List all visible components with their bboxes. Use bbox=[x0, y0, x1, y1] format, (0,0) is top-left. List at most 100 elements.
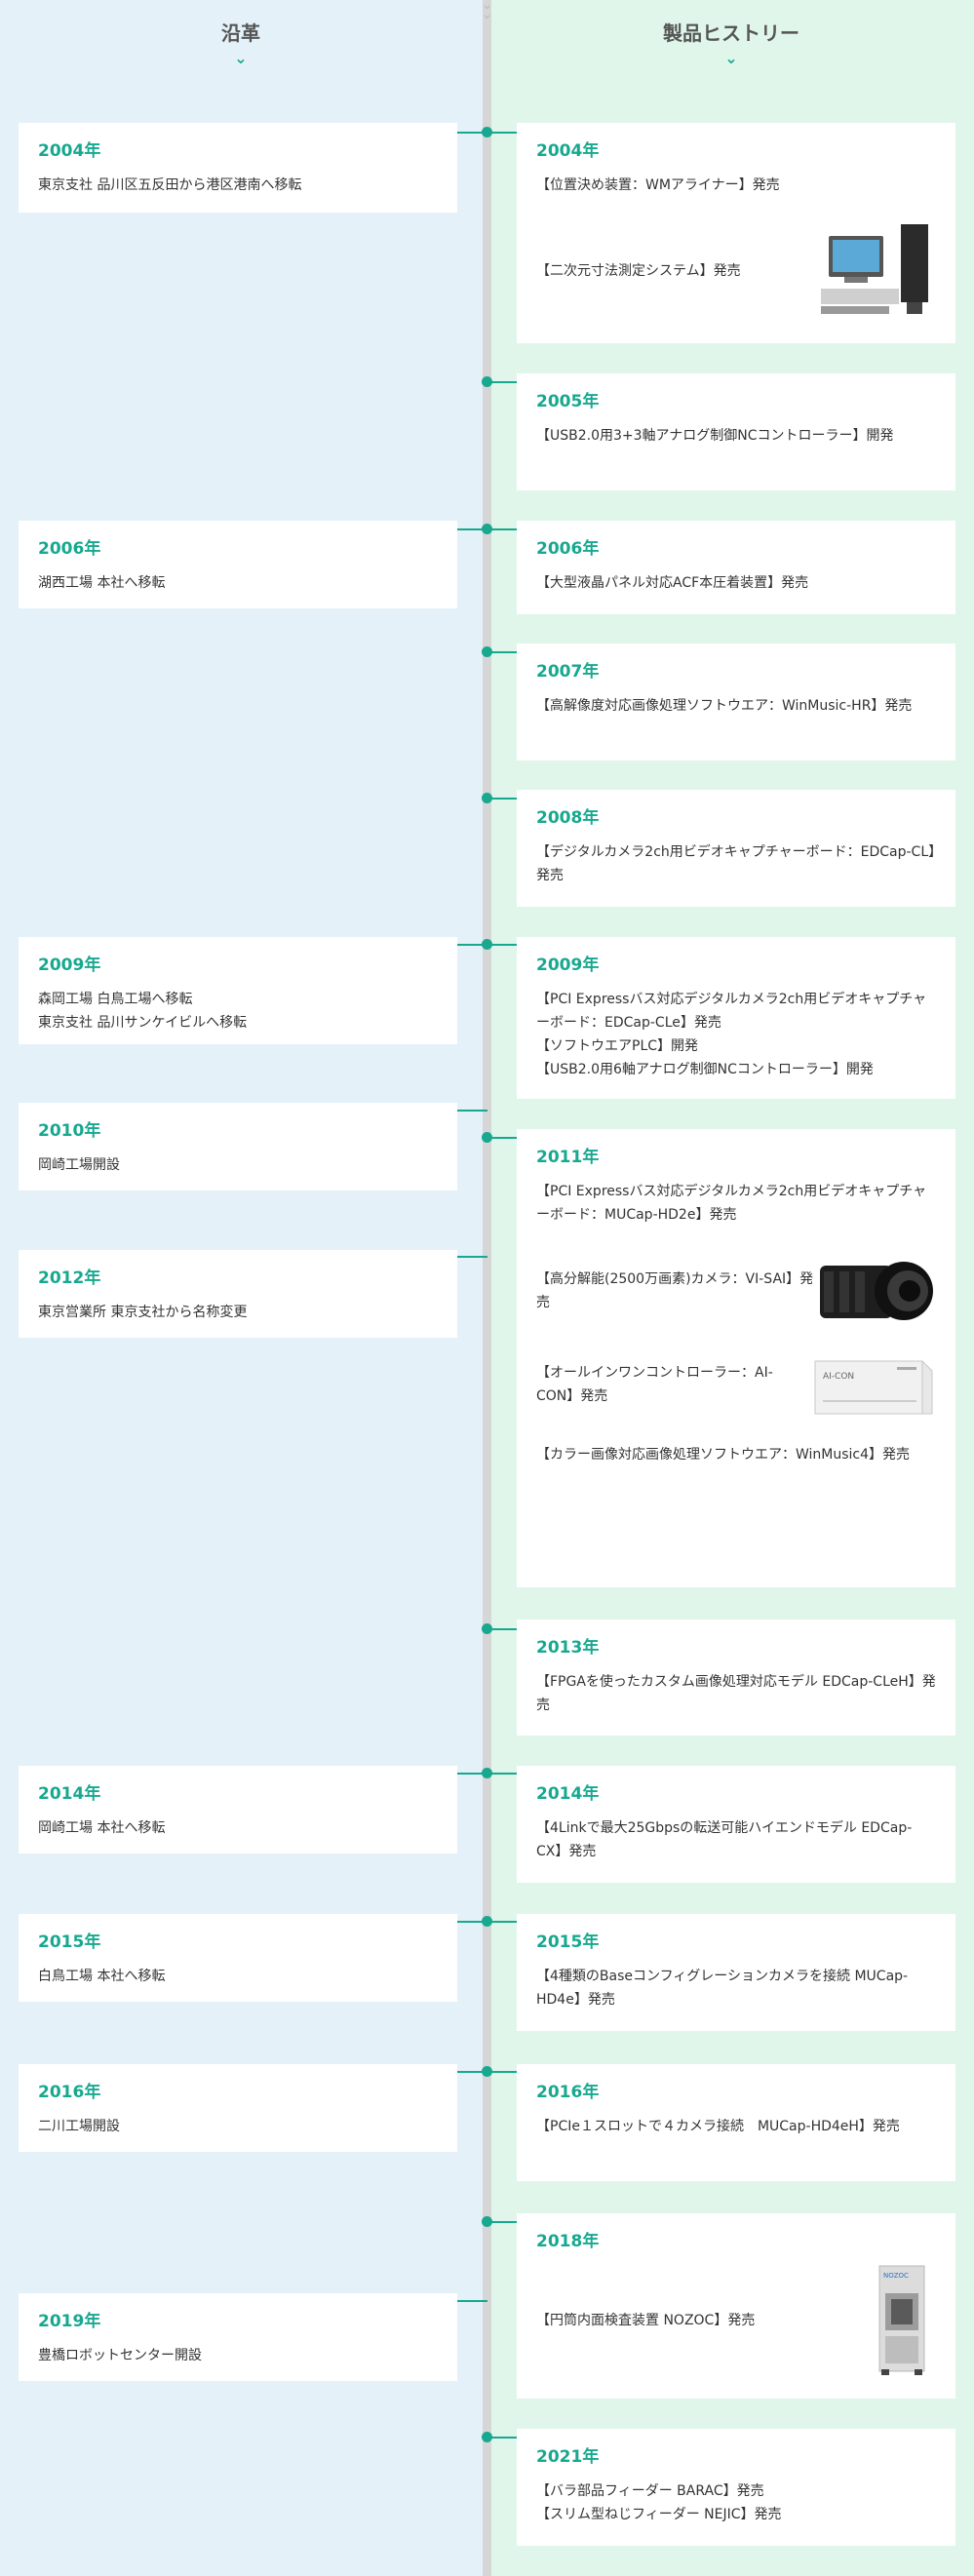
product-year: 2008年 bbox=[536, 808, 600, 828]
product-item: 【PCI Expressバス対応デジタルカメラ2ch用ビデオキャプチャーボード：… bbox=[536, 1184, 927, 1223]
camera-image bbox=[820, 1262, 933, 1320]
history-card-2019: 2019年 豊橋ロボットセンター開設 bbox=[19, 2293, 457, 2381]
inspection-device-image: NOZOC bbox=[878, 2265, 925, 2375]
timeline-connector bbox=[457, 2071, 487, 2073]
timeline-connector bbox=[487, 381, 517, 383]
product-item: 【PCIe１スロットで４カメラ接続 MUCap-HD4eH】発売 bbox=[536, 2119, 900, 2134]
product-item: 【バラ部品フィーダー BARAC】発売 bbox=[536, 2483, 764, 2499]
history-year: 2004年 bbox=[38, 141, 101, 161]
history-year: 2009年 bbox=[38, 956, 101, 975]
product-item: 【PCI Expressバス対応デジタルカメラ2ch用ビデオキャプチャーボード：… bbox=[536, 992, 927, 1031]
history-card-2016: 2016年 二川工場開設 bbox=[19, 2064, 457, 2152]
product-year: 2021年 bbox=[536, 2447, 600, 2467]
history-year: 2015年 bbox=[38, 1932, 101, 1952]
product-item: 【オールインワンコントローラー：AI-CON】発売 bbox=[536, 1365, 773, 1404]
timeline-connector bbox=[457, 1921, 487, 1923]
controller-label: AI-CON bbox=[823, 1372, 854, 1382]
product-card-2009: 2009年 【PCI Expressバス対応デジタルカメラ2ch用ビデオキャプチ… bbox=[517, 937, 955, 1099]
timeline-connector bbox=[457, 1773, 487, 1775]
product-item: 【円筒内面検査装置 NOZOC】発売 bbox=[536, 2313, 756, 2328]
timeline-connector bbox=[487, 651, 517, 653]
product-year: 2015年 bbox=[536, 1932, 600, 1952]
history-column-header: 沿革 ⌄ bbox=[95, 18, 387, 67]
history-year: 2014年 bbox=[38, 1784, 101, 1804]
chevron-down-icon: ⌄⌄ bbox=[481, 0, 493, 22]
timeline-connector bbox=[487, 132, 517, 134]
timeline-connector bbox=[457, 1110, 487, 1112]
product-item: 【ソフトウエアPLC】開発 bbox=[536, 1038, 699, 1054]
product-column-header: 製品ヒストリー ⌄ bbox=[585, 18, 877, 67]
history-text: 豊橋ロボットセンター開設 bbox=[38, 2348, 202, 2363]
product-year: 2013年 bbox=[536, 1638, 600, 1658]
product-item: 【4種類のBaseコンフィグレーションカメラを接続 MUCap-HD4e】発売 bbox=[536, 1969, 909, 2008]
history-year: 2010年 bbox=[38, 1121, 101, 1141]
product-card-2018: 2018年 【円筒内面検査装置 NOZOC】発売 NOZOC bbox=[517, 2213, 955, 2399]
product-item: 【スリム型ねじフィーダー NEJIC】発売 bbox=[536, 2507, 782, 2522]
product-card-2005: 2005年 【USB2.0用3+3軸アナログ制御NCコントローラー】開発 bbox=[517, 373, 955, 490]
history-text: 二川工場開設 bbox=[38, 2119, 120, 2134]
product-item: 【位置決め装置：WMアライナー】発売 bbox=[536, 177, 780, 193]
product-year: 2009年 bbox=[536, 956, 600, 975]
timeline-connector bbox=[487, 1137, 517, 1139]
product-card-2021: 2021年 【バラ部品フィーダー BARAC】発売 【スリム型ねじフィーダー N… bbox=[517, 2429, 955, 2546]
product-item-with-image: 【二次元寸法測定システム】発売 bbox=[536, 220, 936, 322]
product-item: 【二次元寸法測定システム】発売 bbox=[536, 263, 741, 279]
product-item: 【大型液晶パネル対応ACF本圧着装置】発売 bbox=[536, 575, 809, 591]
product-year: 2016年 bbox=[536, 2083, 600, 2102]
timeline-connector bbox=[487, 2437, 517, 2439]
product-header-label: 製品ヒストリー bbox=[663, 21, 799, 45]
history-year: 2012年 bbox=[38, 1268, 101, 1288]
timeline-connector bbox=[487, 1773, 517, 1775]
product-year: 2011年 bbox=[536, 1148, 600, 1167]
history-card-2012: 2012年 東京営業所 東京支社から名称変更 bbox=[19, 1250, 457, 1338]
history-year: 2016年 bbox=[38, 2083, 101, 2102]
product-card-2004: 2004年 【位置決め装置：WMアライナー】発売 【二次元寸法測定システム】発売 bbox=[517, 123, 955, 343]
chevron-down-icon: ⌄ bbox=[724, 49, 738, 67]
product-card-2007: 2007年 【高解像度対応画像処理ソフトウエア：WinMusic-HR】発売 bbox=[517, 644, 955, 761]
history-text: 森岡工場 白鳥工場へ移転 bbox=[38, 992, 193, 1007]
product-card-2014: 2014年 【4Linkで最大25Gbpsの転送可能ハイエンドモデル EDCap… bbox=[517, 1766, 955, 1883]
history-text: 東京支社 品川区五反田から港区港南へ移転 bbox=[38, 177, 302, 193]
timeline-connector bbox=[457, 528, 487, 530]
product-item-with-image: 【オールインワンコントローラー：AI-CON】発売 AI-CON bbox=[536, 1349, 936, 1420]
timeline-connector bbox=[487, 944, 517, 946]
history-text: 東京営業所 東京支社から名称変更 bbox=[38, 1305, 248, 1320]
history-card-2014: 2014年 岡崎工場 本社へ移転 bbox=[19, 1766, 457, 1854]
product-item: 【4Linkで最大25Gbpsの転送可能ハイエンドモデル EDCap-CX】発売 bbox=[536, 1820, 913, 1859]
timeline-connector bbox=[487, 798, 517, 800]
history-text: 湖西工場 本社へ移転 bbox=[38, 575, 166, 591]
history-text: 岡崎工場開設 bbox=[38, 1157, 120, 1173]
controller-image: AI-CON bbox=[814, 1360, 933, 1415]
product-year: 2005年 bbox=[536, 392, 600, 411]
history-card-2009: 2009年 森岡工場 白鳥工場へ移転 東京支社 品川サンケイビルへ移転 bbox=[19, 937, 457, 1044]
product-item: 【高分解能(2500万画素)カメラ：VI-SAI】発売 bbox=[536, 1271, 814, 1310]
product-item: 【高解像度対応画像処理ソフトウエア：WinMusic-HR】発売 bbox=[536, 698, 913, 714]
timeline-connector bbox=[457, 132, 487, 134]
timeline-connector bbox=[457, 944, 487, 946]
product-card-2013: 2013年 【FPGAを使ったカスタム画像処理対応モデル EDCap-CLeH】… bbox=[517, 1620, 955, 1736]
measuring-system-image bbox=[821, 224, 928, 314]
timeline-connector bbox=[457, 2300, 487, 2302]
chevron-down-icon: ⌄ bbox=[234, 49, 248, 67]
product-card-2016: 2016年 【PCIe１スロットで４カメラ接続 MUCap-HD4eH】発売 bbox=[517, 2064, 955, 2181]
timeline-connector bbox=[487, 2221, 517, 2223]
product-card-2006: 2006年 【大型液晶パネル対応ACF本圧着装置】発売 bbox=[517, 521, 955, 614]
timeline-connector bbox=[487, 1921, 517, 1923]
timeline-connector bbox=[487, 1628, 517, 1630]
product-year: 2018年 bbox=[536, 2232, 600, 2251]
product-card-2008: 2008年 【デジタルカメラ2ch用ビデオキャプチャーボード：EDCap-CL】… bbox=[517, 790, 955, 907]
history-card-2015: 2015年 白鳥工場 本社へ移転 bbox=[19, 1914, 457, 2002]
history-text: 白鳥工場 本社へ移転 bbox=[38, 1969, 166, 1984]
timeline-axis bbox=[483, 0, 491, 2576]
product-year: 2007年 bbox=[536, 662, 600, 682]
history-card-2004: 2004年 東京支社 品川区五反田から港区港南へ移転 bbox=[19, 123, 457, 213]
product-item: 【USB2.0用3+3軸アナログ制御NCコントローラー】開発 bbox=[536, 428, 894, 444]
product-item: 【USB2.0用6軸アナログ制御NCコントローラー】開発 bbox=[536, 1062, 874, 1077]
history-text: 東京支社 品川サンケイビルへ移転 bbox=[38, 1015, 248, 1031]
product-item: 【デジタルカメラ2ch用ビデオキャプチャーボード：EDCap-CL】発売 bbox=[536, 844, 936, 883]
history-card-2010: 2010年 岡崎工場開設 bbox=[19, 1103, 457, 1190]
product-card-2015: 2015年 【4種類のBaseコンフィグレーションカメラを接続 MUCap-HD… bbox=[517, 1914, 955, 2031]
history-header-label: 沿革 bbox=[221, 21, 260, 45]
product-year: 2004年 bbox=[536, 141, 600, 161]
product-card-2011: 2011年 【PCI Expressバス対応デジタルカメラ2ch用ビデオキャプチ… bbox=[517, 1129, 955, 1587]
